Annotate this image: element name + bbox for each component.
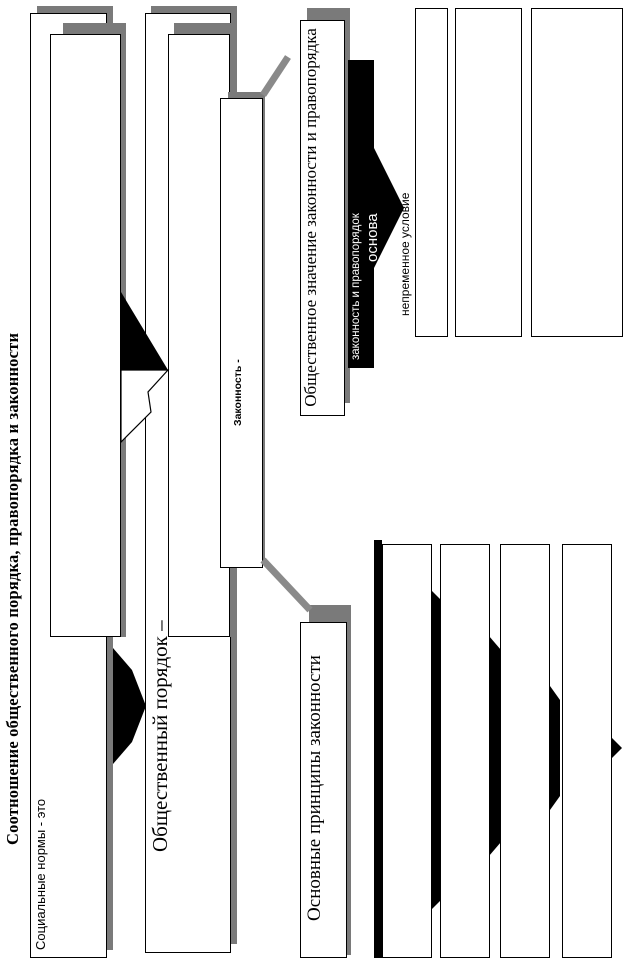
principles-box (300, 622, 347, 958)
connector-to-significance (260, 55, 291, 97)
condition-box-2 (455, 8, 522, 337)
principle-box-3 (500, 544, 550, 958)
principle-box-4 (562, 544, 612, 958)
principle-box-1 (382, 544, 432, 958)
legality-box (220, 98, 263, 568)
condition-box-1 (415, 8, 448, 337)
arrow-norms-to-order-top (121, 292, 168, 370)
principles-arrow-1 (374, 540, 382, 958)
public-order-inner-box (168, 34, 230, 637)
arrow-norms-to-order-top-lower (120, 369, 170, 444)
band-basis-label: основа (364, 213, 381, 262)
principle-box-2 (440, 544, 490, 958)
arrow-norms-to-order-bottom (113, 648, 146, 764)
principles-arrow-2 (431, 590, 441, 910)
basis-band (348, 60, 404, 368)
social-norms-inner-box (50, 34, 121, 637)
principles-arrow-4 (550, 686, 560, 810)
principles-arrow-tip (612, 738, 622, 758)
principles-arrow-3 (489, 636, 501, 856)
connector-to-principles (260, 557, 313, 613)
significance-box (300, 20, 345, 416)
condition-box-3 (531, 8, 623, 337)
condition-label: непременное условие (398, 192, 412, 316)
band-text: законность и правопорядок (350, 213, 362, 360)
